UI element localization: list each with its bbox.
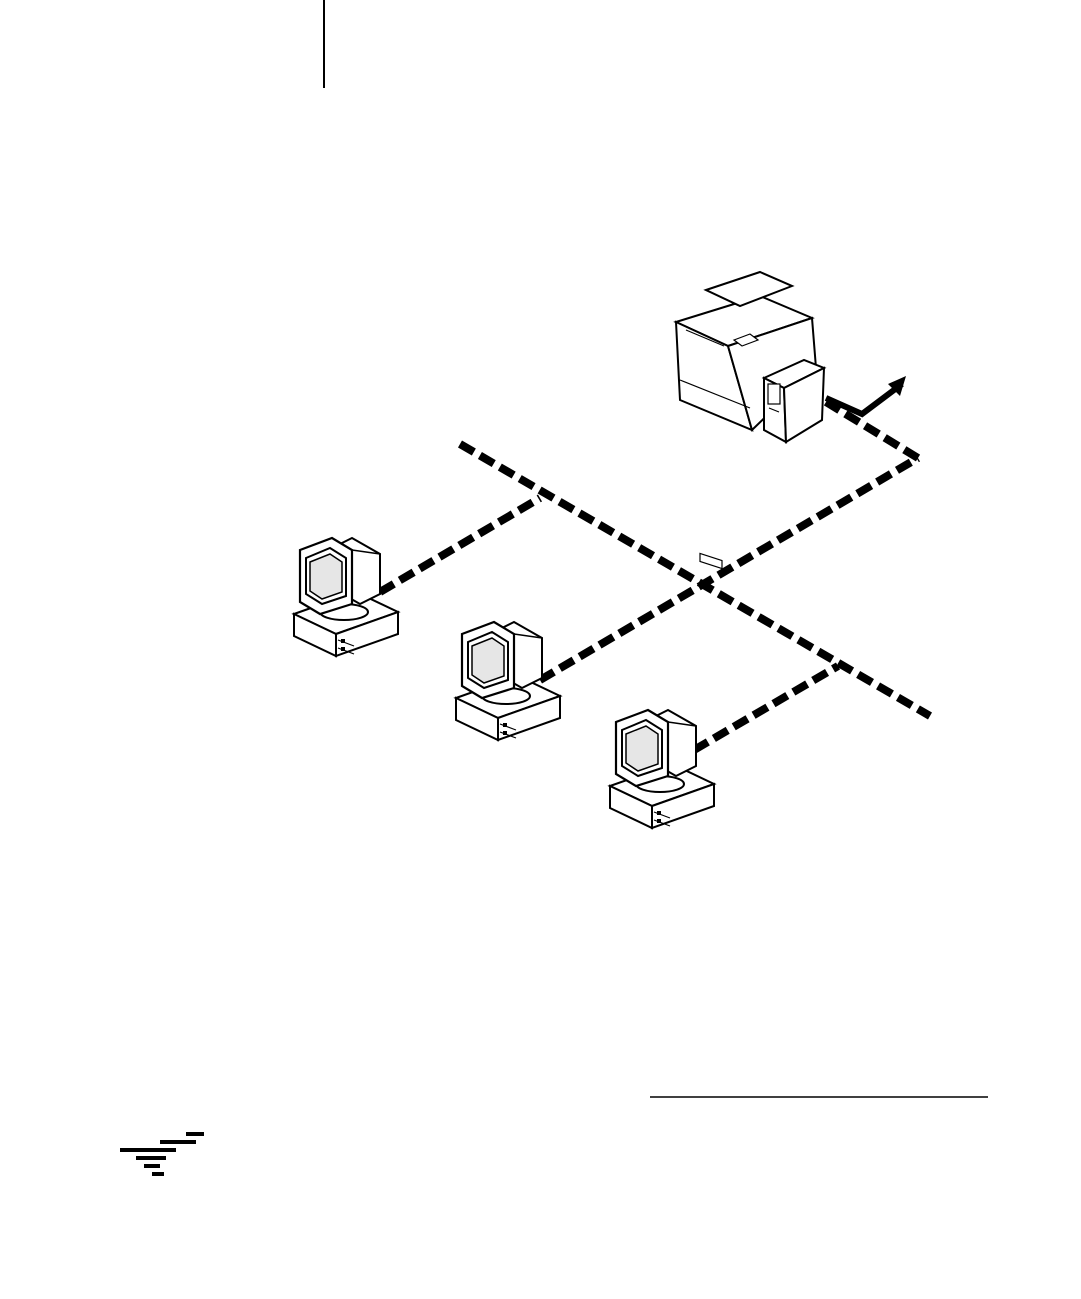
network-cable-icon [120, 1134, 204, 1174]
computer-icon [610, 710, 714, 828]
cable-printer-drop [826, 402, 918, 458]
cable-hub-to-printer [540, 458, 918, 680]
workstation-1 [294, 538, 398, 656]
cable-workstation-3 [694, 666, 838, 750]
cable-workstation-1 [380, 498, 540, 592]
printer-with-server [676, 272, 906, 569]
workstation-3 [610, 710, 714, 828]
computer-icon [294, 538, 398, 656]
